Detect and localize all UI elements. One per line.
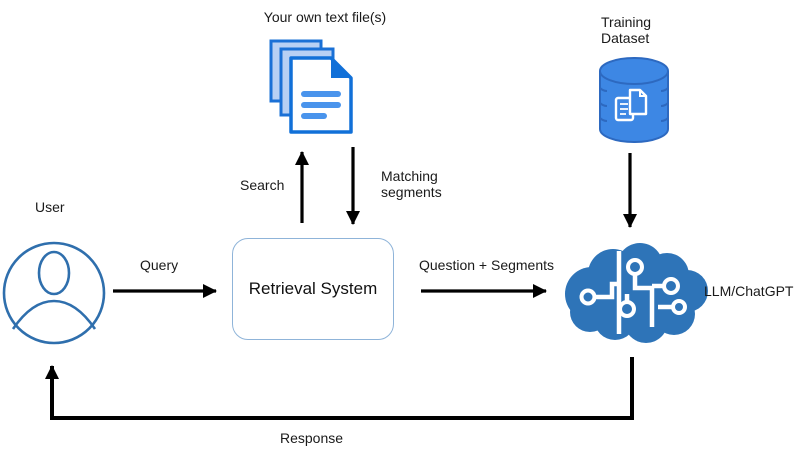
retrieval-system-label: Retrieval System <box>248 279 378 298</box>
brain-circuit-icon <box>565 243 708 343</box>
training-dataset-label: Training Dataset <box>601 14 652 47</box>
matching-segments-edge-label: Matching segments <box>381 168 442 201</box>
document-copy-icon <box>614 88 648 122</box>
user-label: User <box>35 199 65 215</box>
response-edge-label: Response <box>280 430 344 446</box>
question-segments-edge-label: Question + Segments <box>419 257 555 273</box>
person-icon <box>2 241 106 345</box>
llm-label: LLM/ChatGPT <box>704 283 794 299</box>
documents-stack-icon <box>269 39 353 134</box>
search-edge-label: Search <box>240 177 285 193</box>
text-files-label: Your own text file(s) <box>263 9 387 25</box>
query-edge-label: Query <box>140 257 179 273</box>
database-icon <box>599 57 669 143</box>
arrow-response-loop <box>45 357 634 420</box>
retrieval-system-node: Retrieval System <box>232 238 394 340</box>
